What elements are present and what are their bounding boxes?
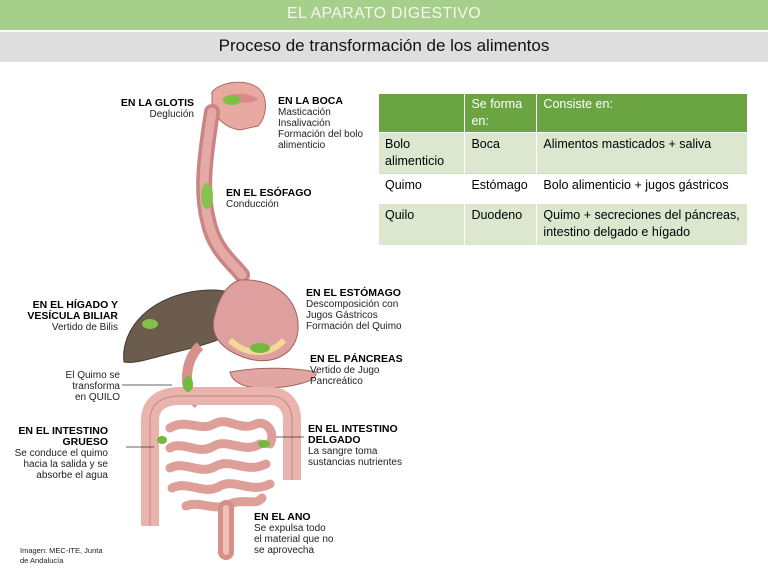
label-higado: EN EL HÍGADO Y VESÍCULA BILIAR Vertido d…	[27, 299, 118, 334]
digestive-system-drawing	[122, 81, 317, 560]
image-credit: Imagen: MEC-ITE, Junta de Andalucía	[20, 546, 103, 565]
table-cell: Alimentos masticados + saliva	[536, 132, 748, 174]
table-row: Bolo alimenticio Boca Alimentos masticad…	[379, 132, 748, 174]
subtitle-band: Proceso de transformación de los aliment…	[0, 32, 768, 62]
label-intestino-grueso: EN EL INTESTINO GRUESO Se conduce el qui…	[14, 425, 108, 482]
page-title: EL APARATO DIGESTIVO	[287, 5, 481, 22]
label-glotis: EN LA GLOTIS Deglución	[120, 97, 194, 121]
label-quimo-quilo: El Quimo se transforma en QUILO	[65, 370, 120, 403]
label-boca: EN LA BOCA Masticación Insalivación Form…	[278, 95, 364, 152]
label-intestino-delgado: EN EL INTESTINO DELGADO La sangre toma s…	[308, 423, 402, 469]
table-cell: Duodeno	[464, 203, 538, 245]
table-cell: Bolo alimenticio	[379, 132, 466, 174]
table-header-row: Se forma en: Consiste en:	[379, 94, 748, 133]
table-cell: Quimo + secreciones del páncreas, intest…	[536, 203, 748, 245]
label-esofago: EN EL ESÓFAGO Conducción	[226, 187, 312, 211]
transformation-table: Se forma en: Consiste en: Bolo alimentic…	[379, 94, 748, 245]
table-cell: Quilo	[379, 203, 466, 245]
table-row: Quilo Duodeno Quimo + secreciones del pá…	[379, 203, 748, 245]
table-cell: Quimo	[379, 173, 466, 204]
label-pancreas: EN EL PÁNCREAS Vertido de Jugo Pancreáti…	[310, 353, 403, 388]
table-cell: Estómago	[464, 173, 538, 204]
label-ano: EN EL ANO Se expulsa todo el material qu…	[254, 511, 334, 557]
digestive-system-illustration: EN LA GLOTIS Deglución EN LA BOCA Mastic…	[0, 62, 430, 576]
table-cell: Bolo alimenticio + jugos gástricos	[536, 173, 748, 204]
title-band: EL APARATO DIGESTIVO	[0, 0, 768, 30]
page-subtitle: Proceso de transformación de los aliment…	[218, 36, 550, 55]
table-cell: Boca	[464, 132, 538, 174]
label-estomago: EN EL ESTÓMAGO Descomposición con Jugos …	[306, 287, 402, 333]
table-header-cell	[379, 94, 466, 133]
table-header-cell: Se forma en:	[464, 94, 538, 133]
table-header-cell: Consiste en:	[536, 94, 748, 133]
table-row: Quimo Estómago Bolo alimenticio + jugos …	[379, 173, 748, 204]
